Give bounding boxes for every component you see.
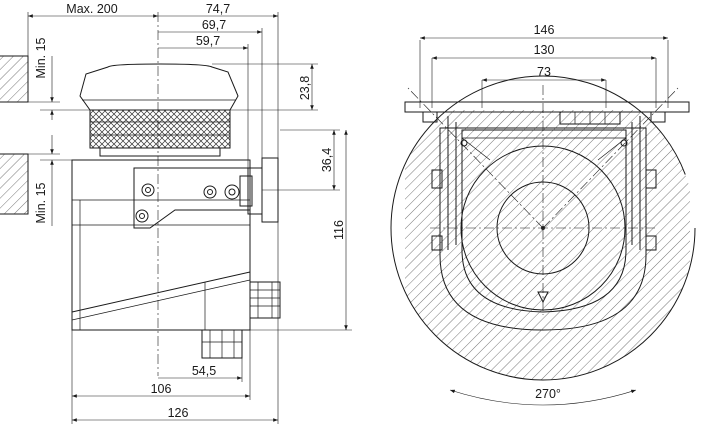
dim-36-4: 36,4 (320, 148, 334, 172)
cable-gland-right (249, 281, 281, 319)
dim-130: 130 (534, 43, 555, 57)
cable-gland-bottom (201, 329, 243, 359)
dim-23-8: 23,8 (298, 76, 312, 100)
dim-270-degrees: 270° (535, 387, 561, 401)
dim-116: 116 (332, 220, 346, 240)
wall-top (0, 55, 29, 103)
dim-54-5: 54,5 (192, 364, 216, 378)
wall-bottom (0, 153, 29, 215)
dim-126: 126 (168, 406, 189, 420)
scan-field-arc (390, 75, 696, 381)
dim-min-15-top: Min. 15 (34, 37, 48, 78)
dim-min-15-bottom: Min. 15 (34, 182, 48, 223)
dim-73: 73 (537, 65, 551, 79)
dim-69-7: 69,7 (202, 18, 226, 32)
mounting-plate (404, 101, 690, 113)
scanner-cap (79, 63, 239, 111)
scanner-body (71, 159, 251, 331)
dim-74-7: 74,7 (206, 2, 230, 16)
optics-window (89, 109, 231, 149)
dim-max-200: Max. 200 (66, 2, 117, 16)
side-view: Max. 200 74,7 69,7 59,7 23,8 36,4 116 Mi… (0, 2, 352, 424)
dim-106: 106 (151, 382, 172, 396)
dim-59-7: 59,7 (196, 34, 220, 48)
mounting-bracket (133, 167, 251, 229)
scanner-top-outline (461, 129, 627, 313)
top-view: 146 130 73 270° (390, 23, 696, 406)
dim-146: 146 (534, 23, 555, 37)
